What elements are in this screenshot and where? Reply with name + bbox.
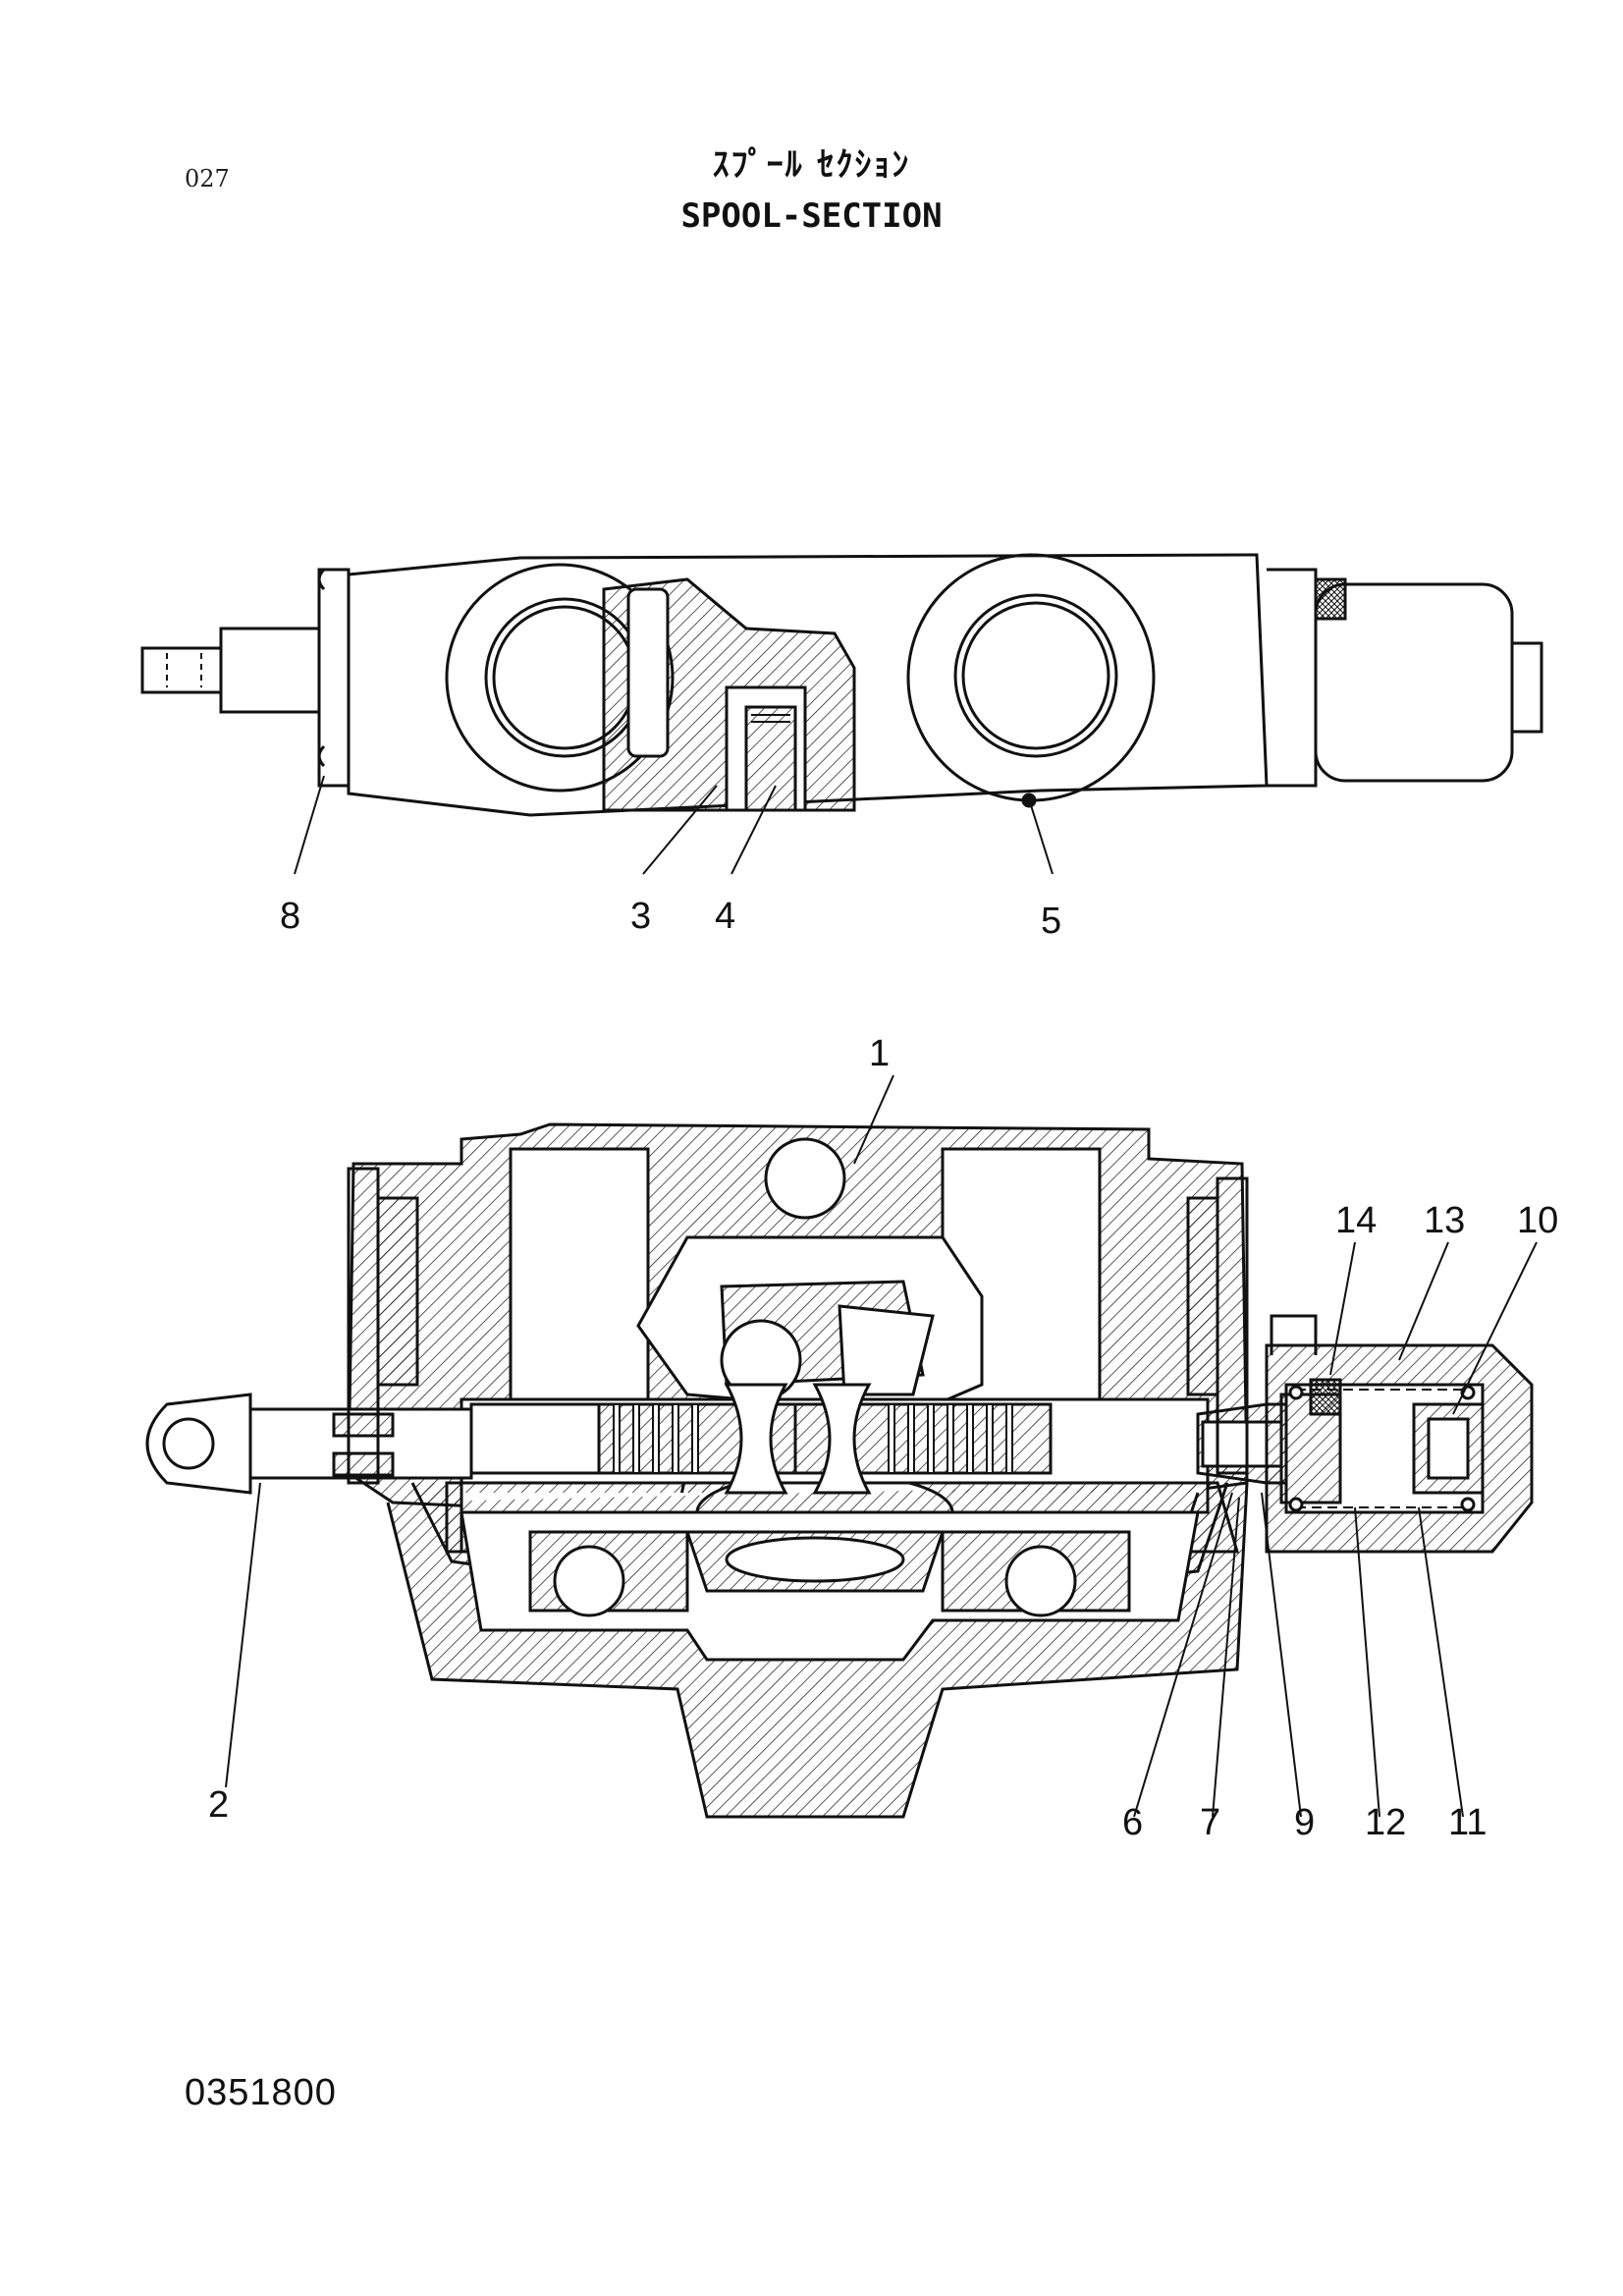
callout-3: 3 [630, 896, 651, 937]
title-english: SPOOL-SECTION [680, 196, 943, 236]
callout-9: 9 [1294, 1802, 1315, 1843]
right-cap [1267, 568, 1318, 788]
callout-5: 5 [1041, 901, 1061, 942]
top-view [140, 553, 1543, 817]
callout-4: 4 [715, 896, 735, 937]
spool-rod-end [140, 646, 223, 694]
callout-7: 7 [1200, 1802, 1220, 1843]
callout-1: 1 [869, 1033, 890, 1074]
drawing-code: 0351800 [185, 2072, 337, 2113]
page-number: 027 [185, 165, 230, 192]
spool-grooves [597, 1402, 1053, 1475]
title-japanese: ｽﾌﾟｰﾙ ｾｸｼｮﾝ [712, 145, 911, 185]
callout-11: 11 [1448, 1802, 1487, 1843]
callout-6: 6 [1122, 1802, 1143, 1843]
callout-2: 2 [208, 1784, 229, 1826]
top-leaders [294, 775, 1054, 875]
callout-8: 8 [280, 896, 300, 937]
callout-13: 13 [1424, 1200, 1465, 1241]
section-view [145, 1122, 1534, 1819]
callout-10: 10 [1517, 1200, 1558, 1241]
right-port [953, 593, 1118, 758]
left-endcap [317, 568, 351, 788]
callout-12: 12 [1365, 1802, 1406, 1843]
section-leaders [225, 1074, 1538, 1818]
spool-rod-boss [219, 627, 321, 714]
callout-14: 14 [1335, 1200, 1377, 1241]
top-body-outline [347, 553, 1269, 817]
